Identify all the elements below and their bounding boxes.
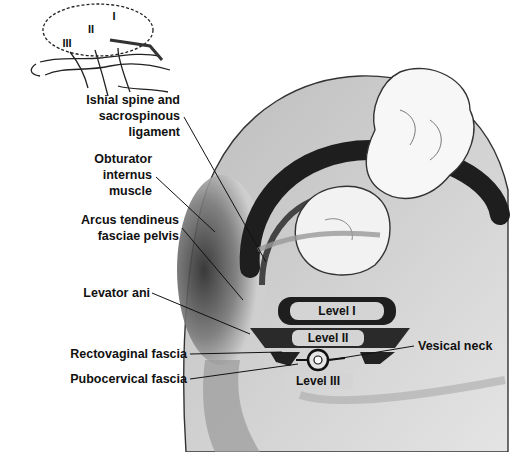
level-label: Level III	[283, 373, 353, 389]
level-one-band	[278, 297, 396, 325]
structure-label: Ishial spine and sacrospinous ligament	[55, 92, 180, 140]
leader-lines	[152, 117, 414, 379]
structure-label: Vesical neck	[418, 338, 514, 354]
level-label: Level I	[300, 303, 374, 319]
inset-level-label: II	[82, 21, 100, 37]
level-label: Level II	[296, 330, 360, 346]
inset-level-label: I	[107, 8, 121, 24]
inset-sketch	[31, 4, 170, 96]
structure-label: Rectovaginal fascia	[6, 346, 187, 362]
inset-level-label: III	[56, 35, 78, 51]
level-two-band	[250, 328, 410, 348]
uterus	[366, 68, 474, 198]
structure-label: Obturator internus muscle	[70, 151, 152, 199]
structure-label: Pubocervical fascia	[6, 371, 187, 387]
structure-label: Arcus tendineus fasciae pelvis	[62, 212, 179, 244]
vesical-neck	[308, 350, 328, 370]
structure-label: Levator ani	[50, 285, 150, 301]
cervix	[295, 186, 390, 275]
